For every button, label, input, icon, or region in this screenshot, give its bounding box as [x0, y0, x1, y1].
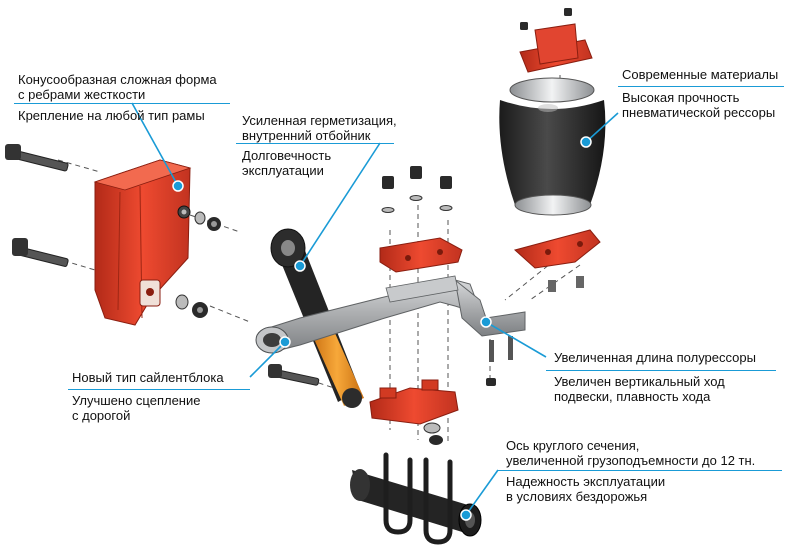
bracket-nuts: [175, 211, 221, 318]
annotation-offroad-reliability: Надежность эксплуатации в условиях бездо…: [506, 474, 666, 504]
annotation-grip: Улучшено сцепление с дорогой: [72, 393, 201, 423]
callout-leaders: [131, 102, 619, 516]
axle-seat-clamp: [369, 379, 459, 445]
annotation-spring-strength: Высокая прочность пневматической рессоры: [622, 90, 776, 120]
round-axle: [350, 452, 482, 545]
callout-dots: [172, 136, 592, 521]
air-spring-bellows: [499, 8, 606, 216]
spring-lower-plate: [513, 229, 601, 292]
annotation-vertical-travel: Увеличен вертикальный ход подвески, плав…: [554, 374, 725, 404]
annotation-bracket-shape: Конусообразная сложная форма с ребрами ж…: [18, 72, 217, 102]
annotation-durability: Долговечность эксплуатации: [242, 148, 332, 178]
annotation-frame-mount: Крепление на любой тип рамы: [18, 108, 205, 123]
rule-bracket: [14, 103, 230, 104]
annotation-sealing: Усиленная герметизация, внутренний отбой…: [242, 113, 397, 143]
frame-bracket: [93, 159, 192, 326]
spring-pins: [486, 336, 513, 386]
annotation-axle: Ось круглого сечения, увеличенной грузоп…: [506, 438, 756, 468]
frame-bolts: [5, 144, 320, 386]
top-clamp-plate: [379, 166, 463, 273]
half-spring-beam: [255, 275, 526, 354]
rule-materials: [618, 86, 784, 87]
rule-bushing: [68, 389, 250, 390]
rule-half-spring: [546, 370, 776, 371]
annotation-half-spring-length: Увеличенная длина полурессоры: [554, 350, 756, 365]
annotation-materials: Современные материалы: [622, 67, 779, 82]
rule-axle: [498, 470, 782, 471]
annotation-bushing: Новый тип сайлентблока: [72, 370, 224, 385]
rule-sealing: [236, 143, 394, 144]
